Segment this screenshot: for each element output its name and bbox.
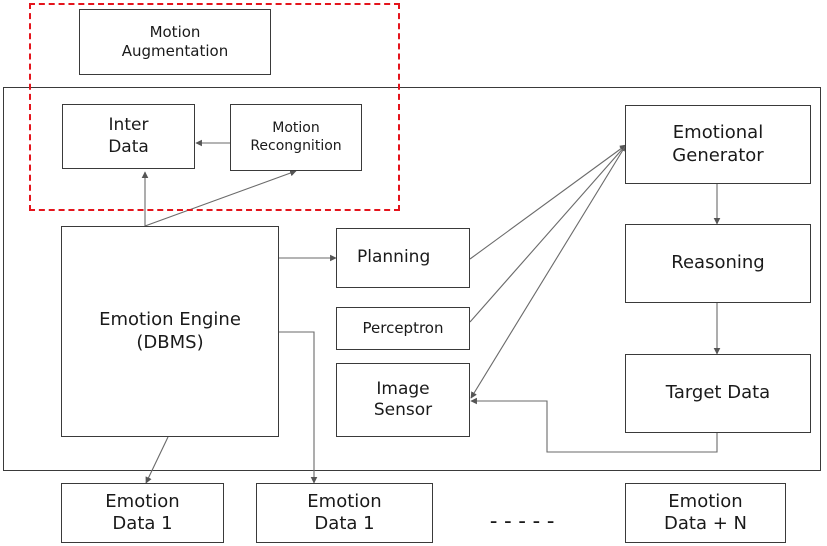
inter-data-box: Inter Data (62, 104, 195, 169)
arrow-perceptron-to-generator (469, 144, 627, 323)
arrow-engine-to-recognition (144, 169, 297, 227)
motion-augmentation-box: Motion Augmentation (79, 9, 271, 75)
emotion-engine-label: Emotion Engine (DBMS) (99, 309, 241, 353)
emotion-data-1-second-label: Emotion Data 1 (307, 490, 382, 535)
emotion-data-1-box: Emotion Data 1 (61, 483, 224, 543)
highlighted-motion-region (29, 3, 400, 211)
target-data-box: Target Data (625, 354, 811, 433)
system-boundary (3, 87, 821, 471)
emotion-data-n-label: Emotion Data + N (664, 490, 747, 535)
emotion-data-1-second-box: Emotion Data 1 (256, 483, 433, 543)
planning-label: Planning (357, 247, 431, 268)
image-sensor-label: Image Sensor (373, 378, 433, 420)
perceptron-box: Perceptron (336, 307, 470, 350)
emotion-data-n-box: Emotion Data + N (625, 483, 786, 543)
emotional-generator-box: Emotional Generator (625, 105, 811, 184)
target-data-label: Target Data (665, 382, 771, 404)
emotion-data-1-label: Emotion Data 1 (105, 490, 180, 535)
arrow-generator-to-image-sensor (470, 144, 627, 399)
motion-recognition-label: Motion Recongnition (250, 120, 342, 154)
planning-box: Planning (336, 228, 470, 288)
reasoning-box: Reasoning (625, 224, 811, 303)
motion-augmentation-label: Motion Augmentation (121, 23, 229, 60)
arrow-target-to-image-sensor (470, 397, 718, 453)
perceptron-label: Perceptron (362, 319, 444, 338)
arrow-engine-to-emotion-data-a (145, 436, 169, 484)
motion-recognition-box: Motion Recongnition (230, 104, 362, 171)
reasoning-label: Reasoning (671, 252, 765, 274)
image-sensor-box: Image Sensor (336, 363, 470, 437)
arrow-engine-to-emotion-data-b (279, 331, 318, 484)
inter-data-label: Inter Data (108, 115, 149, 157)
emotional-generator-label: Emotional Generator (672, 122, 764, 166)
ellipsis-separator: ----- (487, 509, 559, 534)
emotion-engine-box: Emotion Engine (DBMS) (61, 226, 279, 437)
arrow-planning-to-generator (469, 144, 627, 260)
